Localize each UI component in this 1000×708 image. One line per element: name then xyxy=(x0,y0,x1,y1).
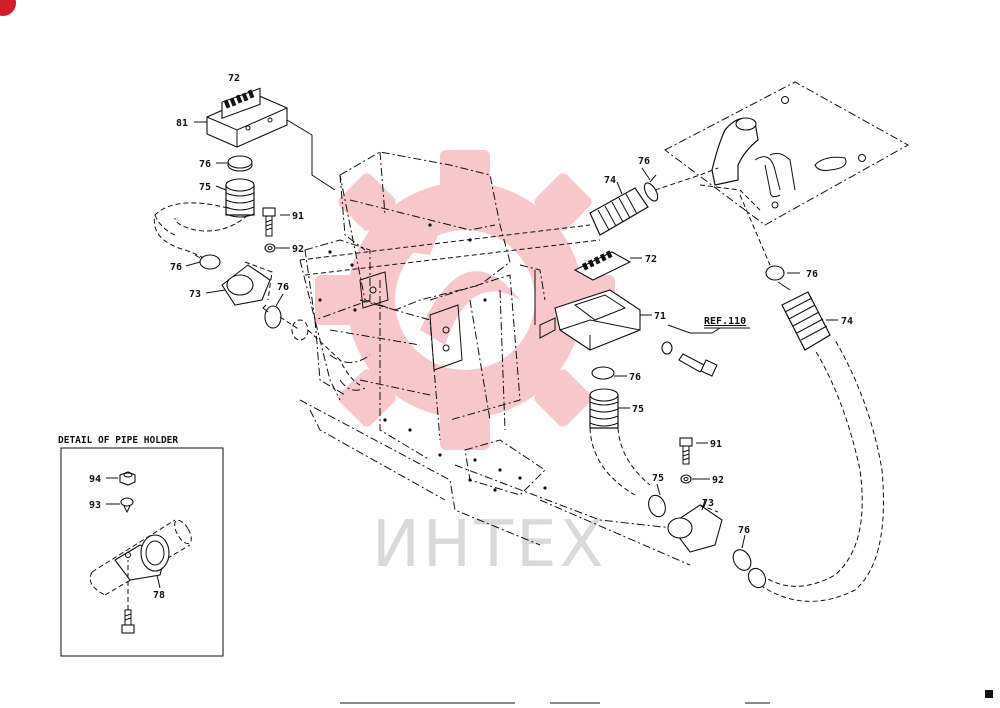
pipe-holder xyxy=(667,504,723,553)
callout-93: 93 xyxy=(89,500,101,511)
callout-75: 75 xyxy=(199,182,211,193)
machine-frame xyxy=(299,151,691,566)
watermark-text: ИНТЕХ xyxy=(372,508,606,582)
callout-74: 74 xyxy=(841,316,853,327)
hose-clamp xyxy=(262,304,282,329)
watermark-logo xyxy=(315,150,615,450)
bolt xyxy=(679,437,693,465)
callout-78: 78 xyxy=(153,590,165,601)
callout-72: 72 xyxy=(645,254,657,265)
callout-labels: 72 81 76 75 91 92 76 73 76 76 74 72 71 R… xyxy=(58,73,853,601)
air-filter-element xyxy=(573,250,632,281)
callout-76: 76 xyxy=(738,525,750,536)
corner-badge xyxy=(0,0,16,16)
hose-clamp xyxy=(765,265,785,281)
washer xyxy=(264,243,276,253)
hose-clamp xyxy=(227,155,253,172)
callout-75: 75 xyxy=(652,473,664,484)
washer xyxy=(680,474,692,484)
callout-73: 73 xyxy=(702,498,714,509)
bellows-hose xyxy=(589,187,649,236)
bellows-hose xyxy=(589,388,619,429)
callout-76: 76 xyxy=(199,159,211,170)
long-hose xyxy=(747,339,884,602)
callout-81: 81 xyxy=(176,118,188,129)
callout-76: 76 xyxy=(806,269,818,280)
flex-hose xyxy=(153,202,229,263)
callout-71: 71 xyxy=(654,311,666,322)
callout-91: 91 xyxy=(292,211,304,222)
callout-73: 73 xyxy=(189,289,201,300)
callout-72: 72 xyxy=(228,73,240,84)
callout-74: 74 xyxy=(604,175,616,186)
air-filter-box xyxy=(206,87,288,148)
callout-76: 76 xyxy=(277,282,289,293)
callout-92: 92 xyxy=(292,244,304,255)
hose-clamp xyxy=(732,549,752,571)
filter-bracket xyxy=(539,289,641,351)
bellows-hose xyxy=(225,178,255,218)
callout-75: 75 xyxy=(632,404,644,415)
ref-label: REF.110 xyxy=(704,316,746,327)
hose-clamp xyxy=(648,494,666,518)
callout-76: 76 xyxy=(629,372,641,383)
mounting-plate xyxy=(664,81,910,226)
callout-92: 92 xyxy=(712,475,724,486)
callout-94: 94 xyxy=(89,474,101,485)
bolt xyxy=(661,341,718,377)
detail-box xyxy=(60,447,224,657)
scan-mark xyxy=(985,690,993,698)
callout-91: 91 xyxy=(710,439,722,450)
hose-clamp xyxy=(199,254,221,270)
leader-lines xyxy=(106,121,838,589)
bellows-hose xyxy=(781,291,831,351)
pipe-holder xyxy=(221,261,273,306)
callout-76: 76 xyxy=(638,156,650,167)
detail-title: DETAIL OF PIPE HOLDER xyxy=(58,435,178,446)
bolt xyxy=(262,207,276,237)
hose-clamp xyxy=(591,366,615,380)
callout-76: 76 xyxy=(170,262,182,273)
